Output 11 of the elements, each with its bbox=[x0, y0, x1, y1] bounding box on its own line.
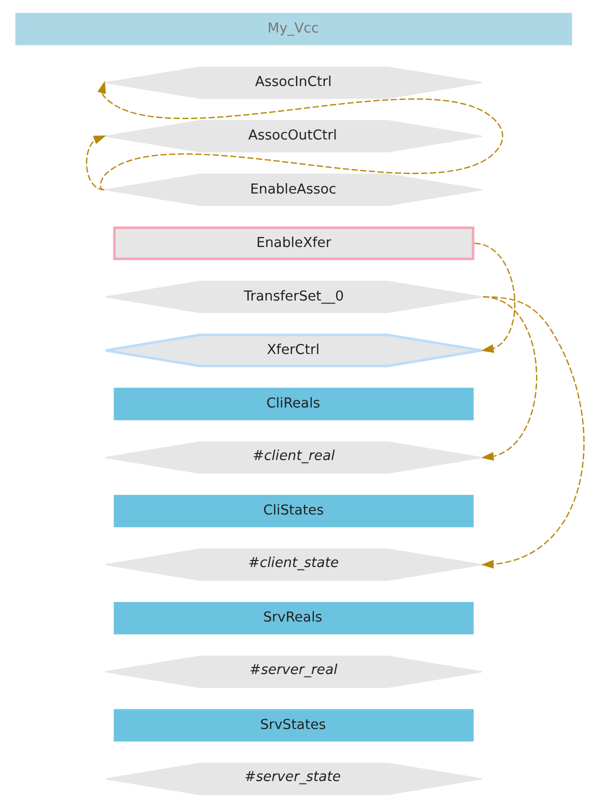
arrow bbox=[474, 242, 515, 353]
arrow bbox=[480, 296, 584, 569]
node-box: CliStates bbox=[113, 494, 474, 528]
arrow bbox=[96, 80, 503, 190]
node-box: CliReals bbox=[113, 388, 474, 420]
node-box: SrvStates bbox=[113, 709, 474, 742]
node-box: EnableXfer bbox=[112, 226, 474, 260]
arrow bbox=[85, 136, 106, 190]
arrow bbox=[480, 296, 537, 461]
node-box: SrvReals bbox=[113, 602, 474, 634]
node-box: My_Vcc bbox=[14, 12, 572, 46]
